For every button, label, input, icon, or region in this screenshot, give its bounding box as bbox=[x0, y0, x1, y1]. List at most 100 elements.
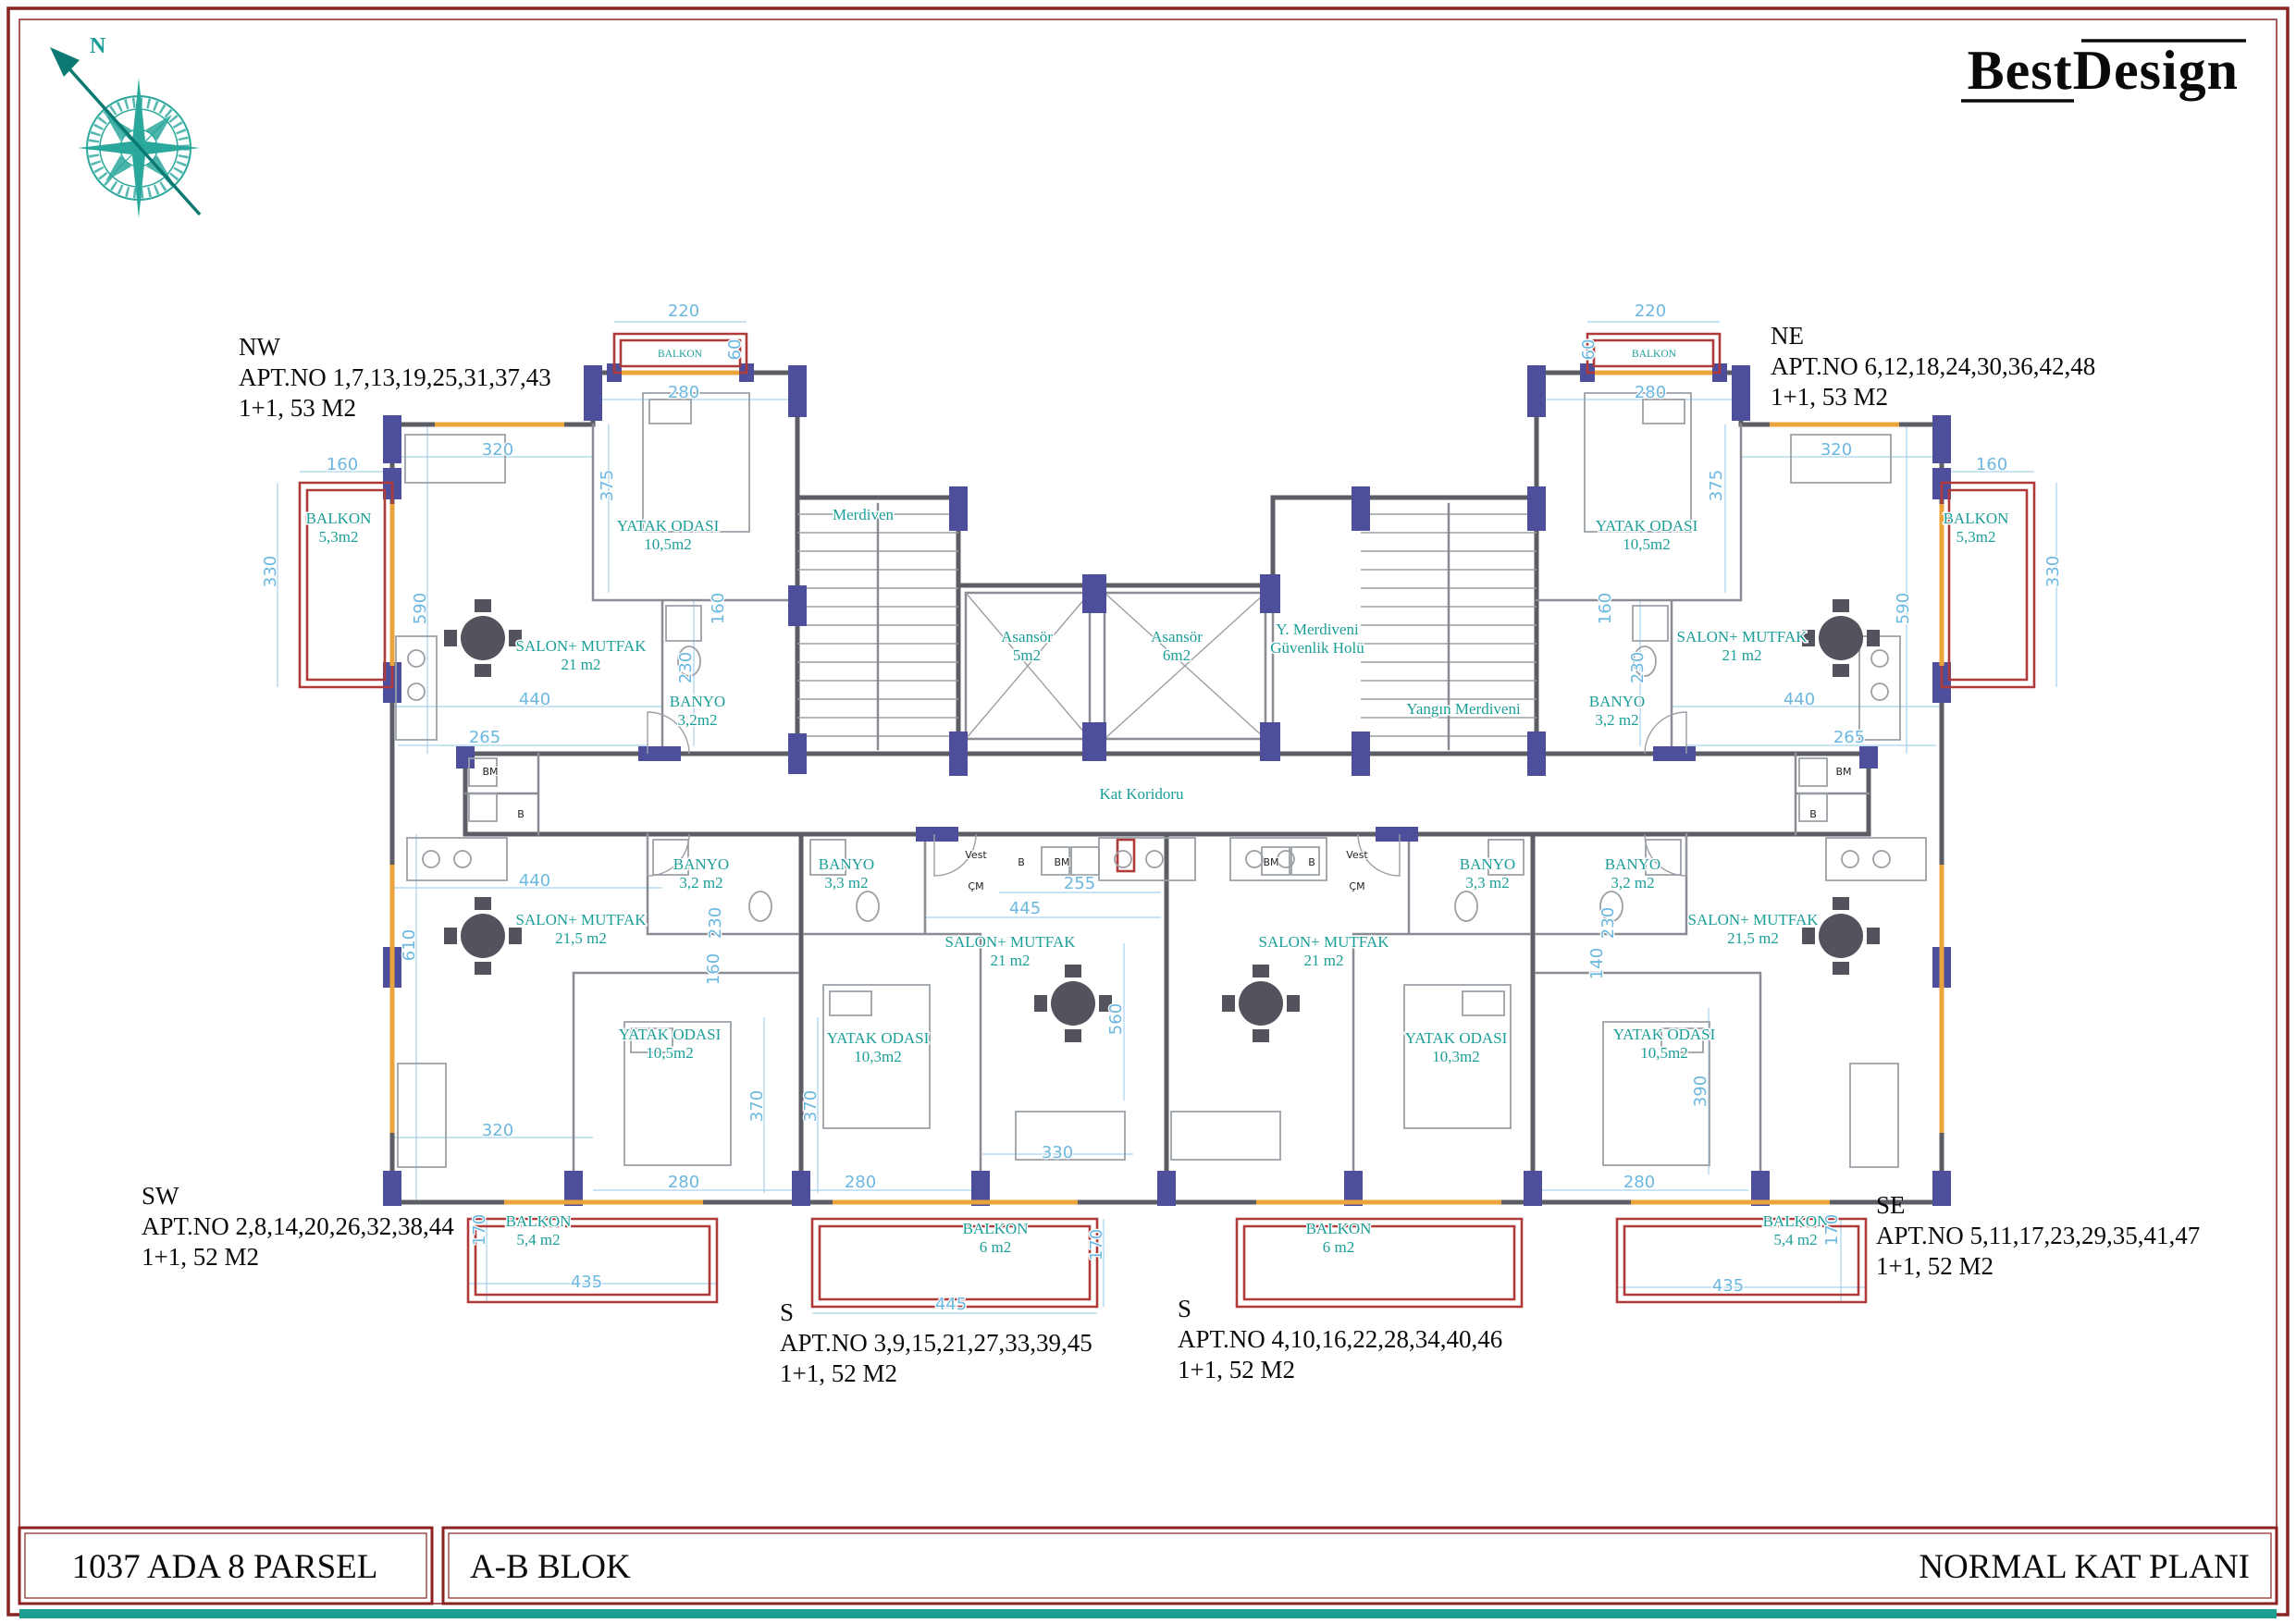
compass-north-label: N bbox=[90, 34, 106, 58]
elevator-shafts bbox=[964, 591, 1267, 741]
fire-stairs-label: Yangın Merdiveni bbox=[1406, 700, 1521, 718]
dimension-60: 60 bbox=[725, 339, 745, 361]
corridor-label: Kat Koridoru bbox=[1099, 785, 1184, 803]
apartment-annotations: NW APT.NO 1,7,13,19,25,31,37,43 1+1, 53 … bbox=[142, 322, 2206, 1387]
annotation-ne: NE APT.NO 6,12,18,24,30,36,42,48 1+1, 53… bbox=[1771, 322, 2102, 411]
dimension-440: 440 bbox=[519, 690, 550, 709]
dimension-320: 320 bbox=[1821, 440, 1852, 460]
sofas bbox=[397, 434, 1899, 1168]
dimension-440: 440 bbox=[519, 871, 550, 891]
toilet bbox=[1599, 891, 1623, 922]
annotation-se: SE APT.NO 5,11,17,23,29,35,41,47 1+1, 52… bbox=[1876, 1191, 2206, 1280]
annotation-nw: NW APT.NO 1,7,13,19,25,31,37,43 1+1, 53 … bbox=[239, 333, 558, 422]
fixture-label: BM bbox=[482, 766, 498, 778]
toilet bbox=[748, 891, 772, 922]
windows bbox=[389, 370, 1944, 1205]
dimension-160: 160 bbox=[704, 953, 723, 985]
stairwell-left bbox=[797, 502, 958, 751]
dimension-330: 330 bbox=[261, 556, 280, 587]
doors bbox=[647, 711, 1687, 877]
fixture-label: ÇM bbox=[968, 880, 983, 892]
dimension-140: 140 bbox=[1587, 948, 1607, 979]
page-border bbox=[6, 6, 2290, 1617]
logo: BestDesign bbox=[1961, 39, 2246, 103]
dining-table bbox=[1051, 981, 1095, 1026]
furniture bbox=[395, 392, 1927, 1168]
dimension-280: 280 bbox=[1635, 383, 1666, 402]
dimension-435: 435 bbox=[1712, 1276, 1744, 1296]
dimension-435: 435 bbox=[571, 1273, 602, 1292]
kitchen-counters bbox=[395, 635, 1927, 881]
fixture-label: BM bbox=[1263, 856, 1278, 868]
dimension-160: 160 bbox=[327, 455, 358, 474]
interior-walls bbox=[463, 423, 1870, 1204]
dining-table bbox=[1819, 914, 1863, 958]
toilet bbox=[677, 646, 701, 677]
dimension-445: 445 bbox=[1009, 899, 1041, 918]
title-block: 1037 ADA 8 PARSEL A-B BLOK NORMAL KAT PL… bbox=[18, 1526, 2278, 1618]
toilet bbox=[1633, 646, 1657, 677]
dimension-230: 230 bbox=[676, 652, 696, 683]
dimension-170: 170 bbox=[1822, 1214, 1842, 1246]
annotation-sw: SW APT.NO 2,8,14,20,26,32,38,44 1+1, 52 … bbox=[142, 1182, 461, 1271]
annotation-s2: S APT.NO 4,10,16,22,28,34,40,46 1+1, 52 … bbox=[1178, 1295, 1509, 1383]
stairs-label: Merdiven bbox=[833, 506, 895, 523]
dimension-590: 590 bbox=[411, 593, 430, 624]
compass-icon: N bbox=[50, 34, 202, 218]
stairwell-right bbox=[1361, 502, 1537, 751]
dining-table bbox=[461, 616, 505, 660]
dimension-220: 220 bbox=[668, 301, 699, 321]
fixture-label: B bbox=[517, 808, 525, 820]
fixture-label: Vest bbox=[1346, 849, 1368, 861]
dimension-445: 445 bbox=[935, 1295, 967, 1314]
dimension-375: 375 bbox=[1707, 470, 1726, 501]
toilet bbox=[856, 891, 880, 922]
dining-table bbox=[1239, 981, 1283, 1026]
showers bbox=[652, 605, 1682, 876]
dimension-280: 280 bbox=[1623, 1173, 1655, 1192]
dimension-370: 370 bbox=[801, 1090, 821, 1122]
dimension-160: 160 bbox=[709, 593, 728, 624]
fixture-label: BM bbox=[1054, 856, 1069, 868]
footer-teal-strip bbox=[19, 1609, 2277, 1618]
balconies bbox=[298, 332, 2036, 1309]
fixture-label: Vest bbox=[965, 849, 987, 861]
dimension-560: 560 bbox=[1106, 1003, 1126, 1035]
chairs bbox=[444, 599, 1880, 1042]
dimension-590: 590 bbox=[1894, 593, 1913, 624]
dimension-330: 330 bbox=[2043, 556, 2063, 587]
dimension-160: 160 bbox=[1976, 455, 2007, 474]
dimension-230: 230 bbox=[706, 907, 725, 939]
fixture-label: B bbox=[1018, 856, 1025, 868]
dimension-230: 230 bbox=[1628, 652, 1648, 683]
dimension-170: 170 bbox=[1087, 1229, 1106, 1260]
dimension-lines bbox=[277, 321, 2057, 1314]
logo-text: BestDesign bbox=[1968, 40, 2239, 101]
dimension-280: 280 bbox=[845, 1173, 876, 1192]
dimension-60: 60 bbox=[1579, 339, 1599, 361]
